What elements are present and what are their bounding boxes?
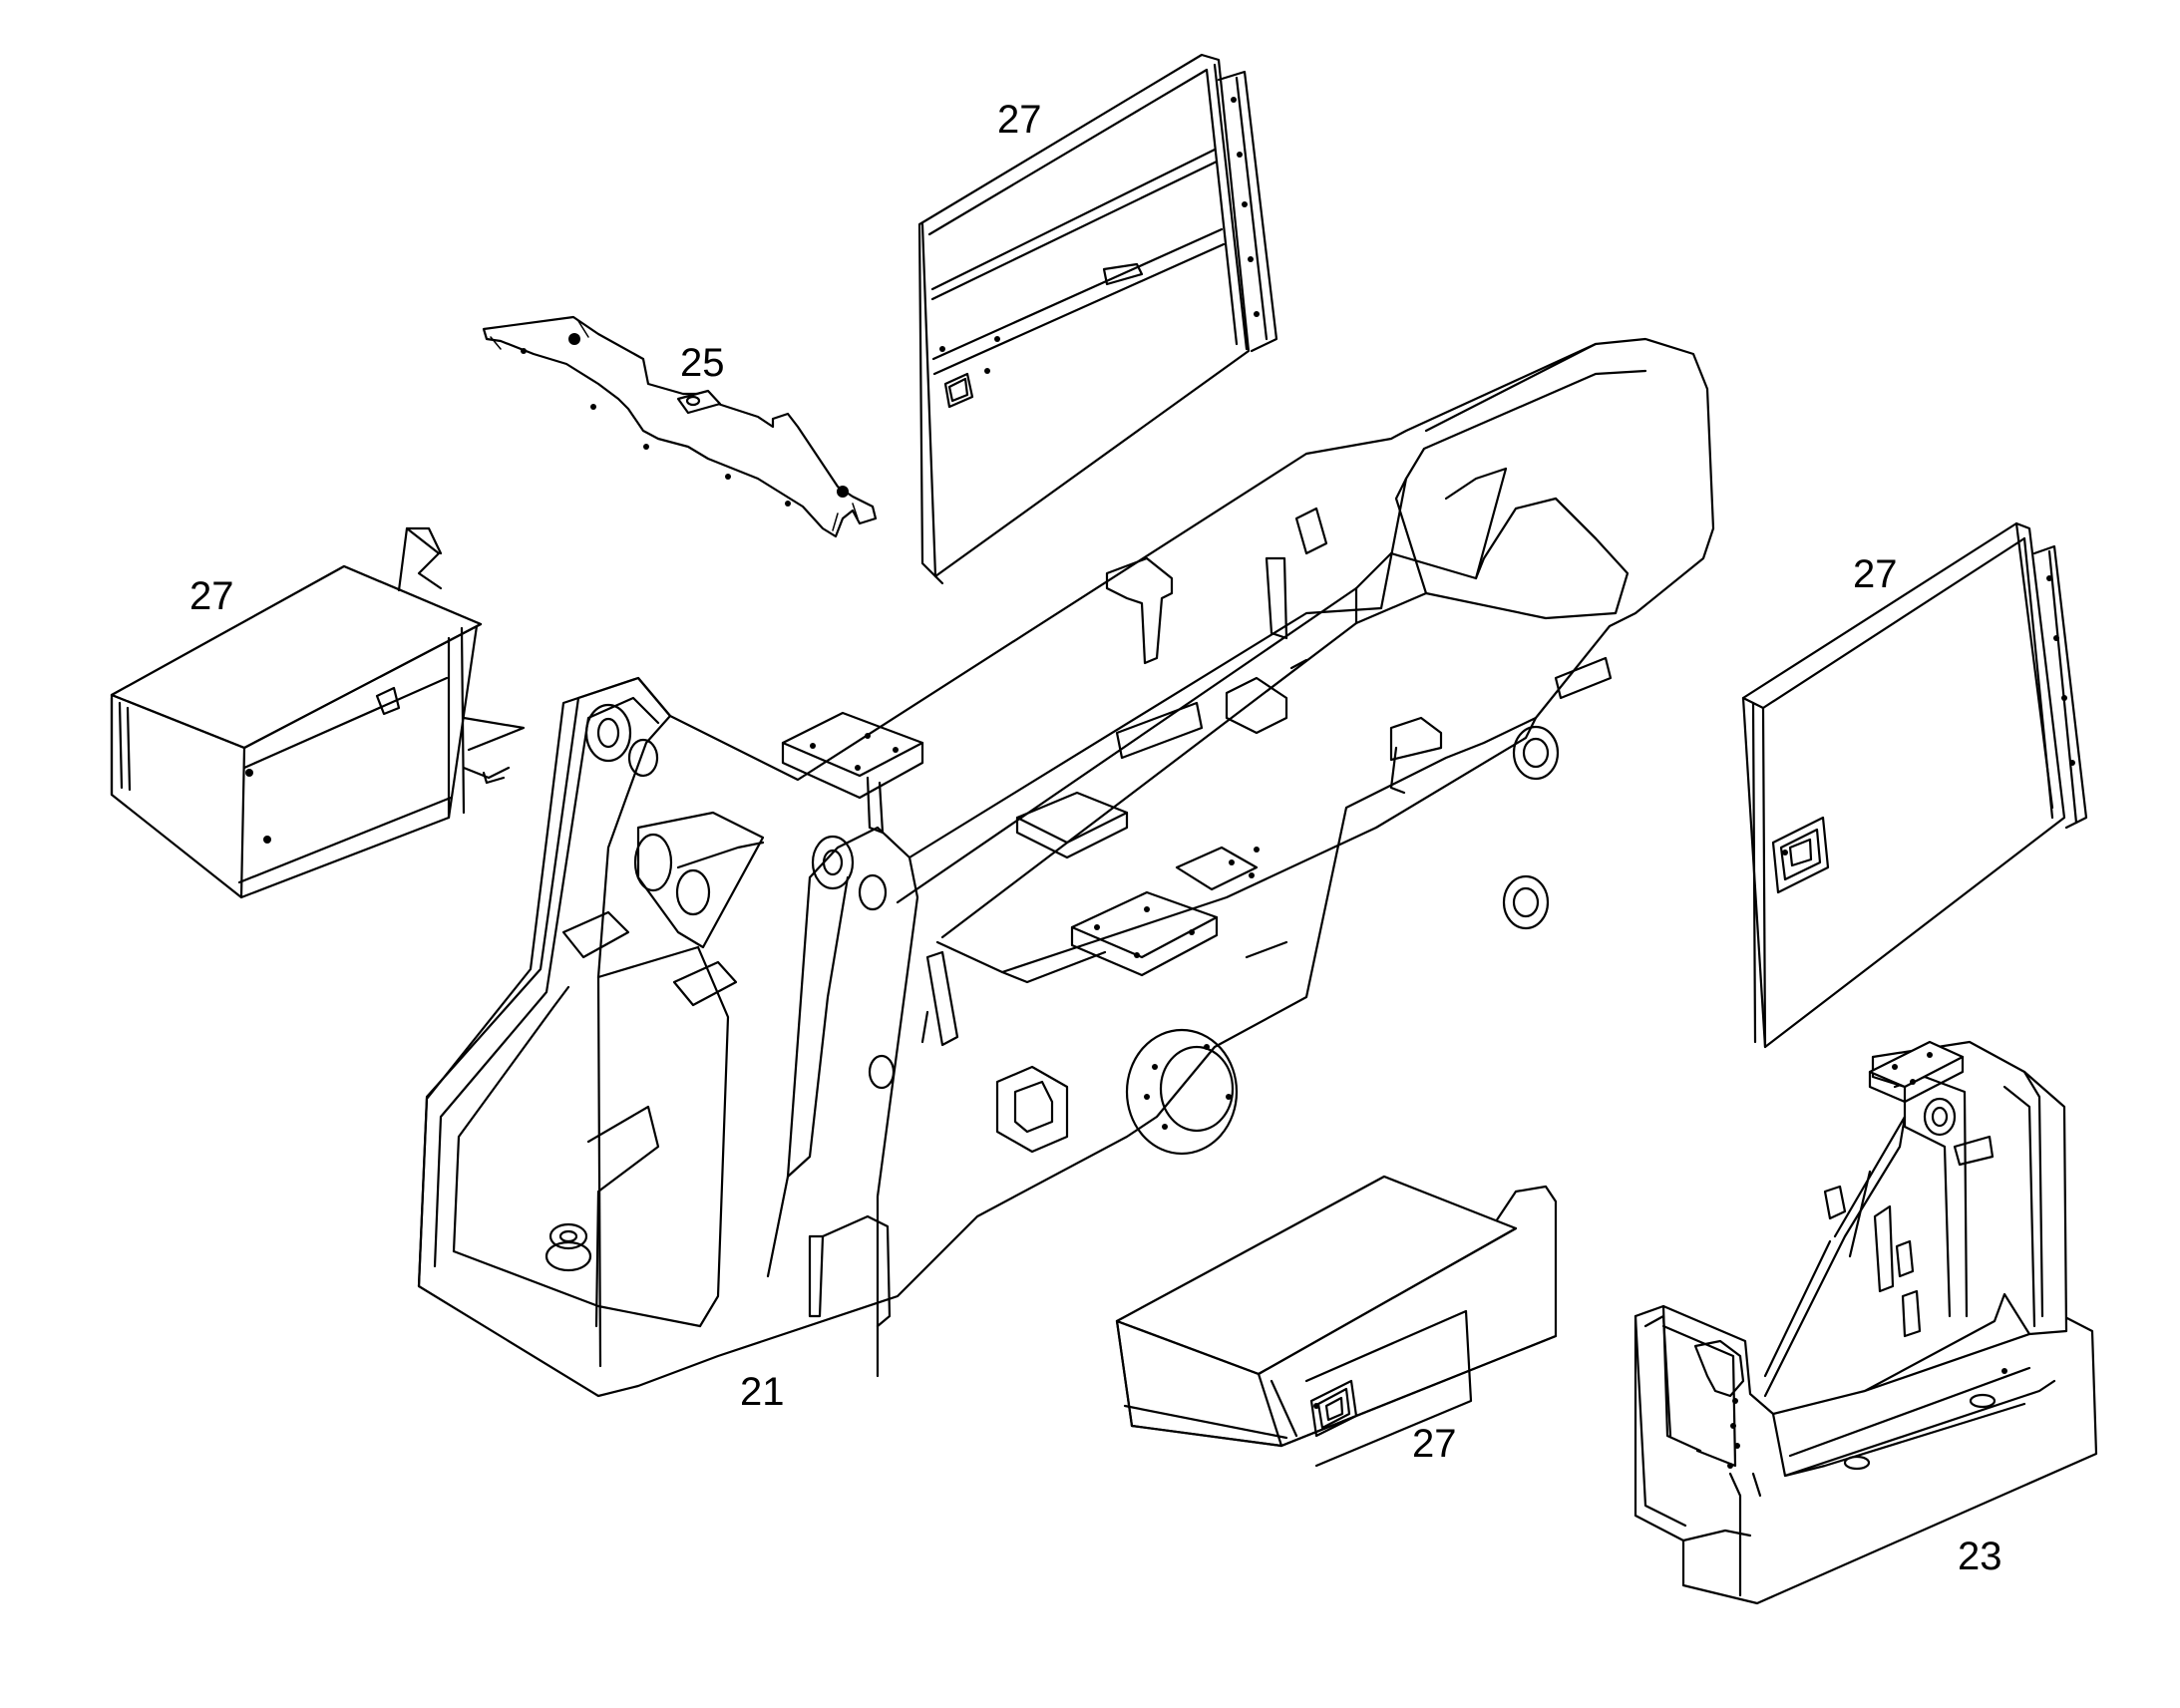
toolbox-bottom-part-27	[1115, 1175, 1558, 1468]
callout-side-door: 27	[1853, 552, 1898, 596]
side-door-part-27	[1741, 521, 2088, 1049]
callout-rear-section: 23	[1958, 1535, 2002, 1578]
callout-main-frame: 21	[740, 1370, 785, 1414]
callout-toolbox-bottom: 27	[1412, 1422, 1457, 1466]
callout-bracket: 25	[680, 341, 725, 385]
callout-labels: 27 25 27 27 21 27 23	[189, 98, 2002, 1578]
callout-toolbox-left: 27	[189, 574, 234, 618]
door-top-part-27	[917, 53, 1278, 585]
bracket-part-25	[482, 315, 878, 538]
callout-door-top: 27	[997, 98, 1042, 142]
main-frame-part-21	[417, 337, 1715, 1398]
toolbox-left-part-27	[110, 526, 526, 899]
rear-section-part-23	[1634, 1040, 2098, 1605]
